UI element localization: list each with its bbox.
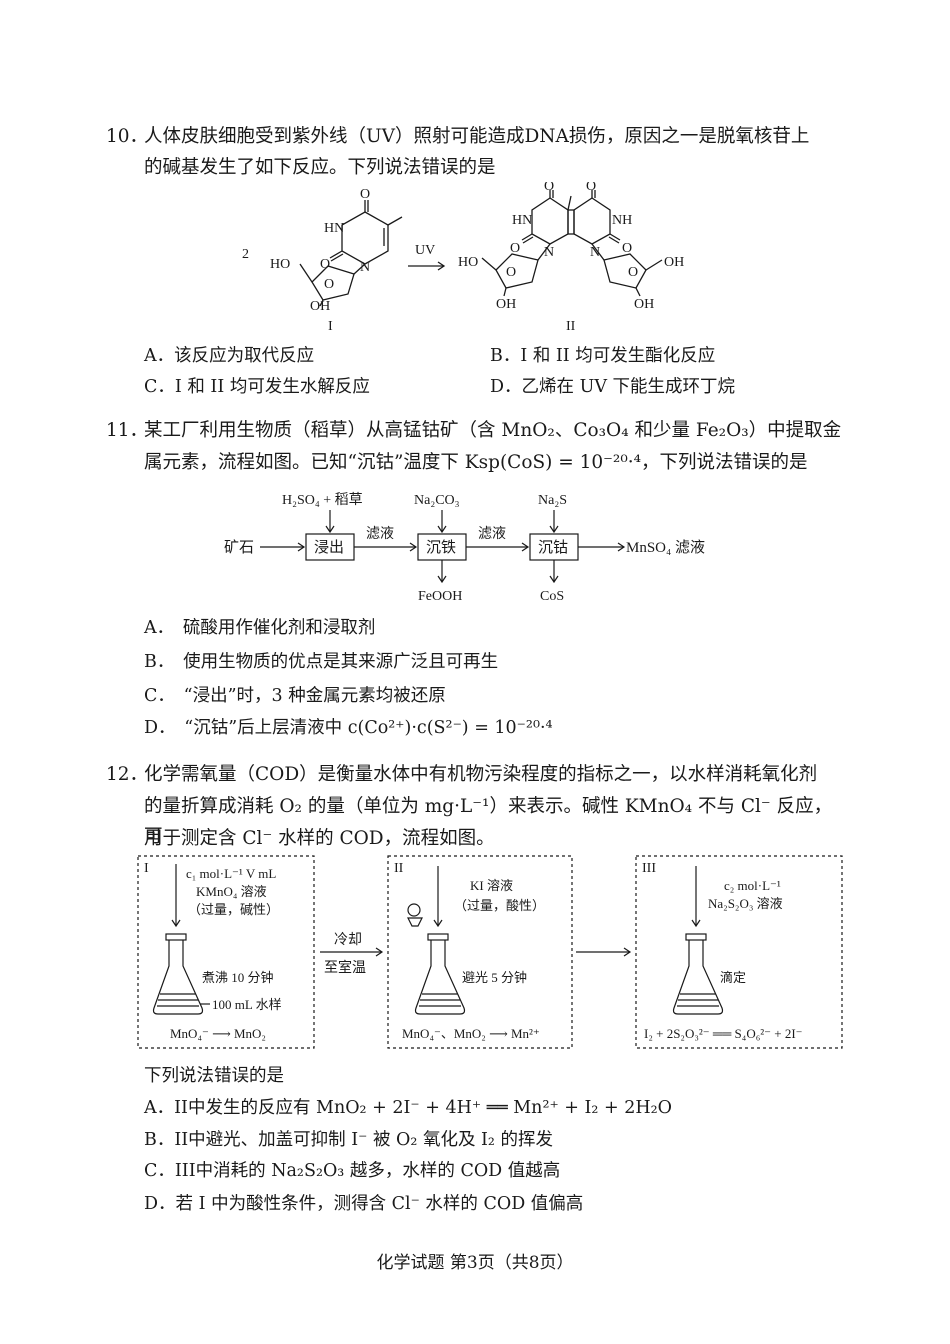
svg-text:I: I xyxy=(144,861,149,876)
svg-text:OH: OH xyxy=(664,255,684,270)
svg-text:O: O xyxy=(628,265,638,280)
option-c: C．I 和 II 均可发生水解反应 xyxy=(144,377,370,397)
option-a: A．该反应为取代反应 xyxy=(144,346,315,366)
erlenmeyer-flask-icon xyxy=(414,933,466,1015)
option-b: B． 使用生物质的优点是其来源广泛且可再生 xyxy=(144,652,499,672)
svg-text:OH: OH xyxy=(310,299,330,314)
svg-text:O: O xyxy=(324,277,334,292)
svg-text:HO: HO xyxy=(458,255,478,270)
svg-text:N: N xyxy=(590,245,600,260)
coefficient: 2 xyxy=(242,247,249,262)
erlenmeyer-flask-icon xyxy=(672,933,724,1015)
svg-text:c₂ mol·L⁻¹: c₂ mol·L⁻¹ xyxy=(724,878,781,893)
question-stem: 下列说法错误的是 xyxy=(144,1066,284,1086)
cod-procedure-diagram: I c₁ mol·L⁻¹ V mL KMnO₄ 溶液 （过量，碱性） 煮沸 10… xyxy=(137,855,843,1049)
molecule-I xyxy=(299,200,403,307)
svg-text:II: II xyxy=(394,861,404,876)
svg-text:O: O xyxy=(544,182,554,194)
erlenmeyer-flask-icon xyxy=(152,933,204,1015)
option-a: A．II中发生的反应有 MnO₂ + 2I⁻ + 4H⁺ ══ Mn²⁺ + I… xyxy=(144,1098,672,1118)
svg-text:I₂ + 2S₂O₃²⁻ ══ S₄O₆²⁻ + 2I⁻: I₂ + 2S₂O₃²⁻ ══ S₄O₆²⁻ + 2I⁻ xyxy=(644,1026,803,1041)
svg-text:III: III xyxy=(642,861,656,876)
question-line: 某工厂利用生物质（稻草）从高锰钴矿（含 MnO₂、Co₃O₄ 和少量 Fe₂O₃… xyxy=(144,420,842,441)
svg-text:O: O xyxy=(320,257,330,272)
svg-text:N: N xyxy=(360,260,370,275)
svg-text:H₂SO₄ + 稻草: H₂SO₄ + 稻草 xyxy=(282,492,363,508)
question-line: 的量折算成消耗 O₂ 的量（单位为 mg·L⁻¹）来表示。碱性 KMnO₄ 不与… xyxy=(144,796,833,847)
svg-text:HN: HN xyxy=(512,213,532,228)
option-d: D．乙烯在 UV 下能生成环丁烷 xyxy=(490,377,736,397)
svg-text:Na₂S: Na₂S xyxy=(538,493,567,508)
panel-I xyxy=(137,855,315,1049)
option-b: B．II中避光、加盖可抑制 I⁻ 被 O₂ 氧化及 I₂ 的挥发 xyxy=(144,1130,554,1150)
svg-text:（过量，酸性）: （过量，酸性） xyxy=(454,898,545,913)
svg-text:FeOOH: FeOOH xyxy=(418,589,462,604)
svg-text:OH: OH xyxy=(634,297,654,312)
svg-text:c₁ mol·L⁻¹ V mL: c₁ mol·L⁻¹ V mL xyxy=(186,866,276,881)
question-number: 11． xyxy=(106,420,149,441)
question-line: 的碱基发生了如下反应。下列说法错误的是 xyxy=(144,157,496,178)
svg-text:O: O xyxy=(510,241,520,256)
svg-text:滴定: 滴定 xyxy=(720,970,746,985)
stopper-icon xyxy=(407,903,423,927)
svg-text:冷却: 冷却 xyxy=(334,932,362,948)
svg-text:KI 溶液: KI 溶液 xyxy=(470,878,513,893)
svg-text:O: O xyxy=(506,265,516,280)
svg-text:CoS: CoS xyxy=(540,589,564,604)
svg-text:MnSO₄ 滤液: MnSO₄ 滤液 xyxy=(626,539,705,556)
panel-III xyxy=(635,855,843,1049)
svg-text:MnO₄⁻、MnO₂ ⟶ Mn²⁺: MnO₄⁻、MnO₂ ⟶ Mn²⁺ xyxy=(402,1026,540,1041)
label-II: II xyxy=(566,319,576,334)
svg-text:HN: HN xyxy=(324,221,344,236)
question-line: 人体皮肤细胞受到紫外线（UV）照射可能造成DNA损伤，原因之一是脱氧核苷上 xyxy=(144,126,810,147)
svg-text:（过量，碱性）: （过量，碱性） xyxy=(188,902,279,917)
reaction-scheme: 2 O HN O N O HO OH I UV xyxy=(242,182,684,334)
option-b: B．I 和 II 均可发生酯化反应 xyxy=(490,346,716,366)
svg-text:N: N xyxy=(544,245,554,260)
svg-text:Na₂S₂O₃ 溶液: Na₂S₂O₃ 溶液 xyxy=(708,896,783,911)
option-c: C． “浸出”时，3 种金属元素均被还原 xyxy=(144,686,446,706)
question-number: 10． xyxy=(106,126,149,147)
svg-text:沉铁: 沉铁 xyxy=(426,539,456,556)
page-footer: 化学试题 第3页（共8页） xyxy=(376,1253,574,1273)
svg-text:避光 5 分钟: 避光 5 分钟 xyxy=(462,970,527,985)
svg-text:KMnO₄ 溶液: KMnO₄ 溶液 xyxy=(196,884,267,899)
question-line: 用于测定含 Cl⁻ 水样的 COD，流程如图。 xyxy=(144,828,495,849)
option-d: D． “沉钴”后上层清液中 c(Co²⁺)·c(S²⁻) = 10⁻²⁰·⁴ xyxy=(144,718,553,738)
svg-text:滤液: 滤液 xyxy=(478,526,506,542)
svg-text:MnO₄⁻ ⟶ MnO₂: MnO₄⁻ ⟶ MnO₂ xyxy=(170,1026,266,1041)
question-line: 属元素，流程如图。已知“沉钴”温度下 Ksp(CoS) = 10⁻²⁰·⁴，下列… xyxy=(144,452,808,473)
question-line: 化学需氧量（COD）是衡量水体中有机物污染程度的指标之一，以水样消耗氧化剂 xyxy=(144,764,818,785)
molecule-II xyxy=(481,190,663,297)
label-I: I xyxy=(328,319,333,334)
question-number: 12． xyxy=(106,764,149,785)
svg-text:滤液: 滤液 xyxy=(366,526,394,542)
svg-text:HO: HO xyxy=(270,257,290,272)
process-flowchart: 矿石 浸出 H₂SO₄ + 稻草 滤液 沉铁 Na₂CO₃ FeOOH 滤液 沉… xyxy=(224,492,705,604)
svg-text:煮沸 10 分钟: 煮沸 10 分钟 xyxy=(202,970,274,985)
svg-text:OH: OH xyxy=(496,297,516,312)
svg-text:浸出: 浸出 xyxy=(314,539,344,556)
svg-text:NH: NH xyxy=(612,213,632,228)
svg-text:沉钴: 沉钴 xyxy=(538,539,568,556)
svg-text:O: O xyxy=(622,241,632,256)
panel-II xyxy=(387,855,573,1049)
arrow-label: UV xyxy=(415,243,435,258)
svg-text:O: O xyxy=(586,182,596,194)
svg-text:矿石: 矿石 xyxy=(224,539,254,556)
option-c: C．III中消耗的 Na₂S₂O₃ 越多，水样的 COD 值越高 xyxy=(144,1161,561,1181)
svg-text:Na₂CO₃: Na₂CO₃ xyxy=(414,493,460,508)
option-a: A． 硫酸用作催化剂和浸取剂 xyxy=(144,618,376,638)
option-d: D．若 I 中为酸性条件，测得含 Cl⁻ 水样的 COD 值偏高 xyxy=(144,1194,584,1214)
svg-text:100 mL 水样: 100 mL 水样 xyxy=(212,997,282,1012)
svg-text:至室温: 至室温 xyxy=(324,959,366,976)
svg-text:O: O xyxy=(360,187,370,202)
